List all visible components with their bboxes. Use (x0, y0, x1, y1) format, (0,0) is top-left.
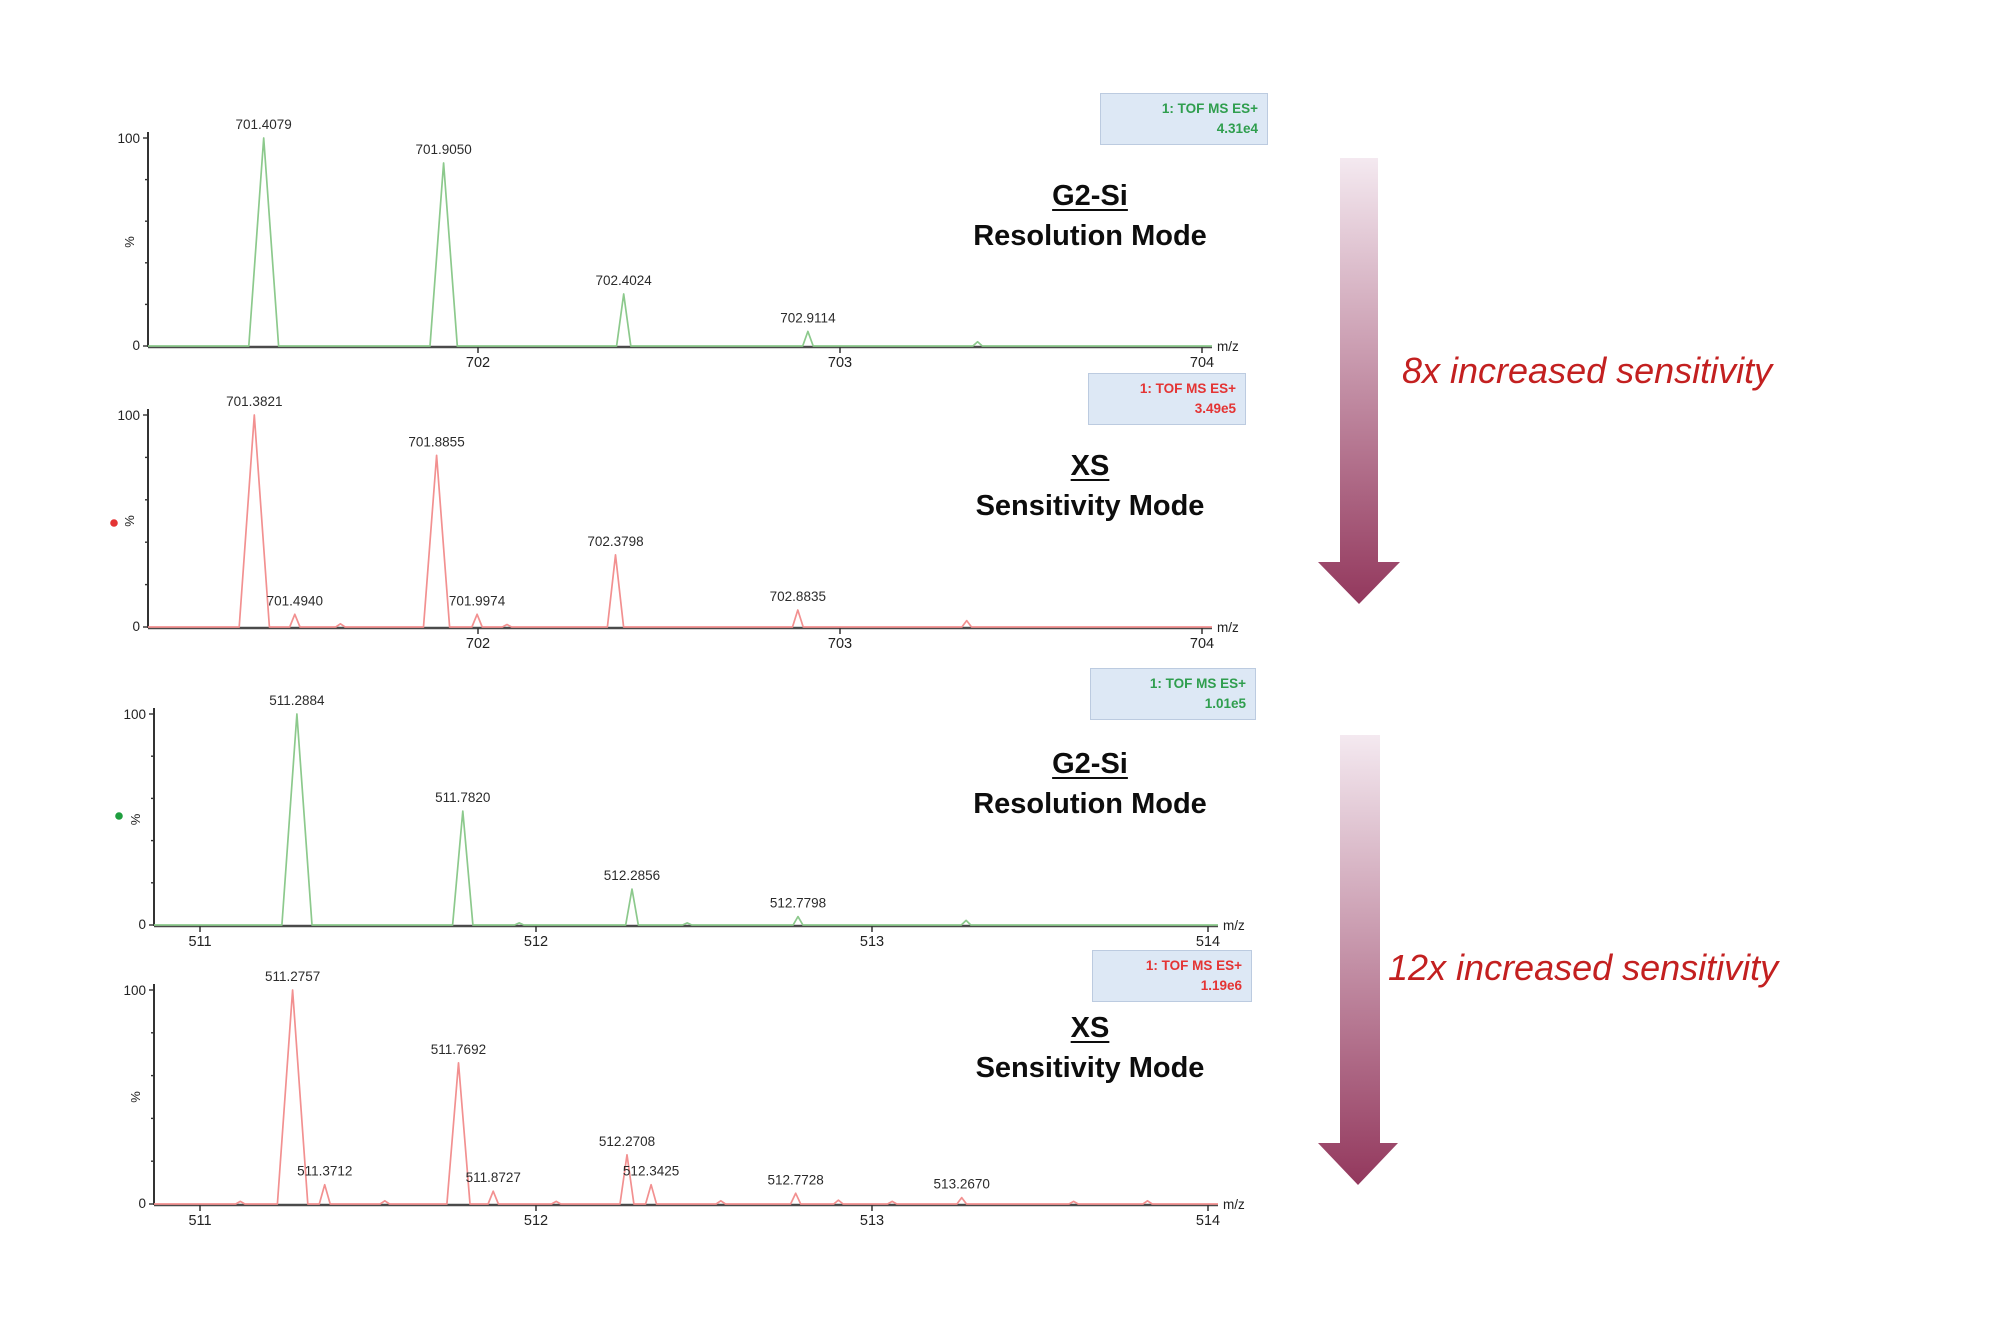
marker-dot (110, 519, 118, 527)
y-tick-label: 0 (132, 619, 140, 634)
x-tick-label: 511 (188, 1213, 211, 1229)
panel-title: XS Sensitivity Mode (870, 1008, 1310, 1088)
panel-title: G2-Si Resolution Mode (870, 176, 1310, 256)
x-tick-label: 514 (1196, 1213, 1220, 1229)
x-axis-label: m/z (1217, 339, 1239, 354)
x-tick-label: 704 (1190, 636, 1214, 652)
base-intensity: 1.01e5 (1204, 695, 1246, 711)
peak-label: 702.9114 (780, 310, 836, 325)
x-axis-label: m/z (1223, 1197, 1245, 1212)
peak-label: 511.3712 (297, 1164, 352, 1179)
acquisition-label: 1: TOF MS ES+ (1145, 958, 1242, 973)
peak-label: 511.8727 (466, 1170, 521, 1185)
peak-label: 702.3798 (587, 534, 643, 549)
peak-label: 512.7798 (770, 896, 826, 911)
peak-label: 512.7728 (768, 1172, 824, 1187)
instrument-name: G2-Si (1052, 180, 1128, 212)
spectrum-trace (148, 137, 1212, 347)
instrument-name: G2-Si (1052, 748, 1128, 780)
peak-label: 512.2708 (599, 1134, 655, 1149)
peak-label: 702.8835 (770, 589, 826, 604)
x-tick-label: 512 (524, 934, 548, 950)
x-tick-label: 512 (524, 1213, 548, 1229)
acquisition-info-box: 1: TOF MS ES+ 1.01e5 (1090, 668, 1256, 721)
peak-label: 511.7692 (431, 1042, 486, 1057)
y-axis-label: % (122, 515, 137, 527)
peak-label: 513.2670 (934, 1177, 990, 1192)
y-tick-label: 100 (117, 131, 140, 146)
y-axis-label: % (128, 1091, 143, 1103)
mode-name: Sensitivity Mode (975, 1052, 1205, 1085)
x-axis-label: m/z (1217, 620, 1239, 635)
x-tick-label: 704 (1190, 355, 1214, 371)
acquisition-info-box: 1: TOF MS ES+ 4.31e4 (1100, 93, 1268, 146)
x-tick-label: 703 (828, 636, 852, 652)
y-tick-label: 100 (117, 408, 140, 423)
peak-label: 701.3821 (226, 394, 282, 409)
peak-label: 701.4079 (236, 117, 292, 132)
x-tick-label: 514 (1196, 934, 1220, 950)
instrument-name: XS (1070, 450, 1110, 482)
x-axis-label: m/z (1223, 918, 1245, 933)
spectrum-trace (154, 713, 1218, 926)
sensitivity-annotation: 12x increased sensitivity (1388, 947, 1779, 988)
y-tick-label: 100 (123, 983, 146, 998)
marker-dot (115, 812, 123, 820)
acquisition-label: 1: TOF MS ES+ (1161, 101, 1258, 116)
base-intensity: 1.19e6 (1200, 977, 1242, 993)
spectrum-trace (154, 989, 1218, 1205)
peak-label: 702.4024 (596, 273, 653, 288)
x-tick-label: 513 (860, 934, 884, 950)
x-tick-label: 702 (466, 355, 490, 371)
peak-label: 701.4940 (267, 593, 323, 608)
mode-name: Sensitivity Mode (975, 490, 1205, 523)
peak-label: 701.9974 (449, 593, 506, 608)
x-tick-label: 702 (466, 636, 490, 652)
acquisition-info-box: 1: TOF MS ES+ 1.19e6 (1092, 950, 1252, 1003)
peak-label: 511.7820 (435, 790, 490, 805)
sensitivity-annotation: 8x increased sensitivity (1402, 350, 1773, 391)
acquisition-label: 1: TOF MS ES+ (1149, 676, 1246, 691)
peak-label: 511.2884 (269, 693, 325, 708)
panel-title: XS Sensitivity Mode (870, 446, 1310, 526)
panel-title: G2-Si Resolution Mode (870, 744, 1310, 824)
y-axis-label: % (122, 236, 137, 248)
peak-label: 701.8855 (408, 434, 464, 449)
x-tick-label: 513 (860, 1213, 884, 1229)
peak-label: 701.9050 (415, 142, 471, 157)
base-intensity: 3.49e5 (1194, 400, 1236, 416)
base-intensity: 4.31e4 (1216, 120, 1258, 136)
acquisition-label: 1: TOF MS ES+ (1139, 381, 1236, 396)
spectrum-trace (148, 414, 1212, 628)
acquisition-info-box: 1: TOF MS ES+ 3.49e5 (1088, 373, 1246, 426)
y-tick-label: 0 (138, 917, 146, 932)
peak-label: 511.2757 (265, 969, 320, 984)
instrument-name: XS (1070, 1012, 1110, 1044)
y-axis-label: % (128, 813, 143, 825)
peak-label: 512.2856 (604, 868, 660, 883)
x-tick-label: 511 (188, 934, 211, 950)
mode-name: Resolution Mode (973, 220, 1207, 253)
y-tick-label: 0 (132, 338, 140, 353)
x-tick-label: 703 (828, 355, 852, 371)
peak-label: 512.3425 (623, 1164, 679, 1179)
y-tick-label: 0 (138, 1196, 146, 1211)
y-tick-label: 100 (123, 707, 146, 722)
mode-name: Resolution Mode (973, 788, 1207, 821)
